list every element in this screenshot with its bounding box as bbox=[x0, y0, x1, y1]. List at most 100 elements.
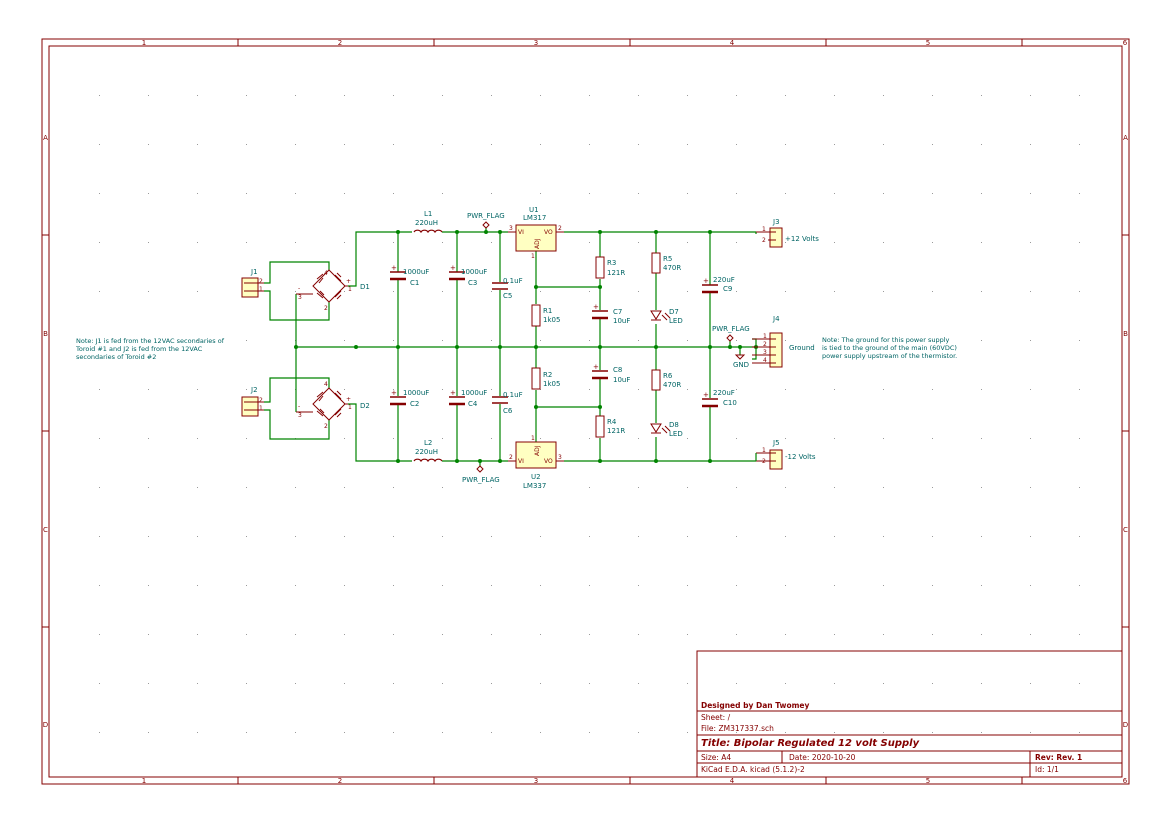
grid-dot bbox=[1030, 487, 1031, 488]
pin-name: VI bbox=[518, 229, 524, 236]
inner-border bbox=[48, 45, 1123, 778]
grid-dot bbox=[99, 291, 100, 292]
grid-dot bbox=[491, 242, 492, 243]
resistor-r1: R1 1k05 bbox=[531, 304, 560, 327]
inductor-l1: L1 220uH bbox=[412, 210, 443, 235]
value-label: 1k05 bbox=[543, 380, 560, 388]
junction bbox=[396, 345, 400, 349]
grid-dot bbox=[687, 242, 688, 243]
grid-dot bbox=[1079, 291, 1080, 292]
grid-dot bbox=[344, 95, 345, 96]
value-label: 1000uF bbox=[461, 268, 487, 276]
grid-dot bbox=[589, 683, 590, 684]
col-label: 1 bbox=[142, 39, 146, 47]
col-label: 6 bbox=[1123, 777, 1128, 785]
junction bbox=[455, 459, 459, 463]
grid-dot bbox=[1030, 340, 1031, 341]
value-label: LM317 bbox=[523, 214, 546, 222]
wires bbox=[264, 228, 758, 466]
grid-dot bbox=[540, 683, 541, 684]
junction bbox=[498, 230, 502, 234]
ref-label: C9 bbox=[723, 285, 732, 293]
col-label: 2 bbox=[338, 39, 342, 47]
grid-dot bbox=[736, 95, 737, 96]
grid-dot bbox=[246, 340, 247, 341]
grid-dot bbox=[148, 340, 149, 341]
ref-label: C6 bbox=[503, 407, 513, 415]
grid-dot bbox=[295, 585, 296, 586]
grid-dot bbox=[295, 683, 296, 684]
junction bbox=[534, 345, 538, 349]
grid-dot bbox=[883, 683, 884, 684]
grid-dot bbox=[736, 683, 737, 684]
col-label: 1 bbox=[142, 777, 146, 785]
grid-dot bbox=[687, 340, 688, 341]
pin-number: 1 bbox=[259, 286, 263, 293]
grid-dot bbox=[736, 242, 737, 243]
grid-dot bbox=[638, 683, 639, 684]
grid-dot bbox=[589, 95, 590, 96]
grid-dot bbox=[99, 95, 100, 96]
grid-dot bbox=[99, 683, 100, 684]
note-left: Note: J1 is fed from the 12VAC secondari… bbox=[75, 337, 225, 361]
col-label: 5 bbox=[926, 39, 930, 47]
col-label: 3 bbox=[534, 777, 538, 785]
grid-dot bbox=[638, 95, 639, 96]
grid-dot bbox=[687, 683, 688, 684]
grid-dot bbox=[687, 732, 688, 733]
grid-dot bbox=[442, 291, 443, 292]
grid-dot bbox=[1030, 95, 1031, 96]
grid-dot bbox=[1079, 438, 1080, 439]
grid-dot bbox=[148, 536, 149, 537]
grid-dot bbox=[932, 242, 933, 243]
ref-label: C7 bbox=[613, 308, 622, 316]
grid-dot bbox=[442, 732, 443, 733]
grid-dot bbox=[981, 634, 982, 635]
junction bbox=[598, 230, 602, 234]
value-label: 220uH bbox=[415, 448, 438, 456]
grid-dot bbox=[148, 634, 149, 635]
grid-dot bbox=[834, 732, 835, 733]
grid-dot bbox=[344, 585, 345, 586]
grid-dot bbox=[1030, 291, 1031, 292]
grid-dot bbox=[736, 536, 737, 537]
grid-dot bbox=[491, 634, 492, 635]
grid-dot bbox=[883, 732, 884, 733]
ref-label: L1 bbox=[424, 210, 432, 218]
grid-dot bbox=[442, 389, 443, 390]
connector-j2: J2 2 1 bbox=[241, 386, 264, 417]
grid-dot bbox=[589, 732, 590, 733]
ref-label: J1 bbox=[250, 268, 258, 276]
capacitor-c1: + 1000uF C1 bbox=[390, 264, 429, 287]
sheet-frame bbox=[41, 38, 1130, 785]
led-d7 bbox=[650, 310, 671, 321]
d2-labels: D2 4 3 2 1 + - bbox=[298, 381, 370, 430]
junction bbox=[455, 230, 459, 234]
grid-dot bbox=[785, 242, 786, 243]
grid-dot bbox=[295, 144, 296, 145]
wire bbox=[264, 409, 330, 440]
polarity-mark: + bbox=[450, 264, 456, 272]
grid-dot bbox=[344, 732, 345, 733]
grid-dot bbox=[589, 242, 590, 243]
grid-dot bbox=[883, 144, 884, 145]
gnd-symbol: GND bbox=[733, 354, 749, 369]
grid-dot bbox=[785, 536, 786, 537]
pin-number: 3 bbox=[558, 454, 562, 461]
grid-dot bbox=[246, 585, 247, 586]
note-line: power supply upstream of the thermistor. bbox=[822, 352, 957, 360]
ref-label: D7 bbox=[669, 308, 679, 316]
junction bbox=[598, 345, 602, 349]
title-block-text: Designed by Dan Twomey Sheet: / File: ZM… bbox=[701, 701, 1082, 774]
outer-border bbox=[41, 38, 1130, 785]
grid-dot bbox=[687, 438, 688, 439]
flag-label: PWR_FLAG bbox=[467, 212, 505, 220]
junction bbox=[708, 459, 712, 463]
grid-dot bbox=[99, 340, 100, 341]
grid-dot bbox=[1079, 634, 1080, 635]
grid-dot bbox=[981, 683, 982, 684]
grid-dot bbox=[981, 536, 982, 537]
grid-dot bbox=[491, 291, 492, 292]
grid-dot bbox=[785, 683, 786, 684]
grid-dot bbox=[295, 487, 296, 488]
